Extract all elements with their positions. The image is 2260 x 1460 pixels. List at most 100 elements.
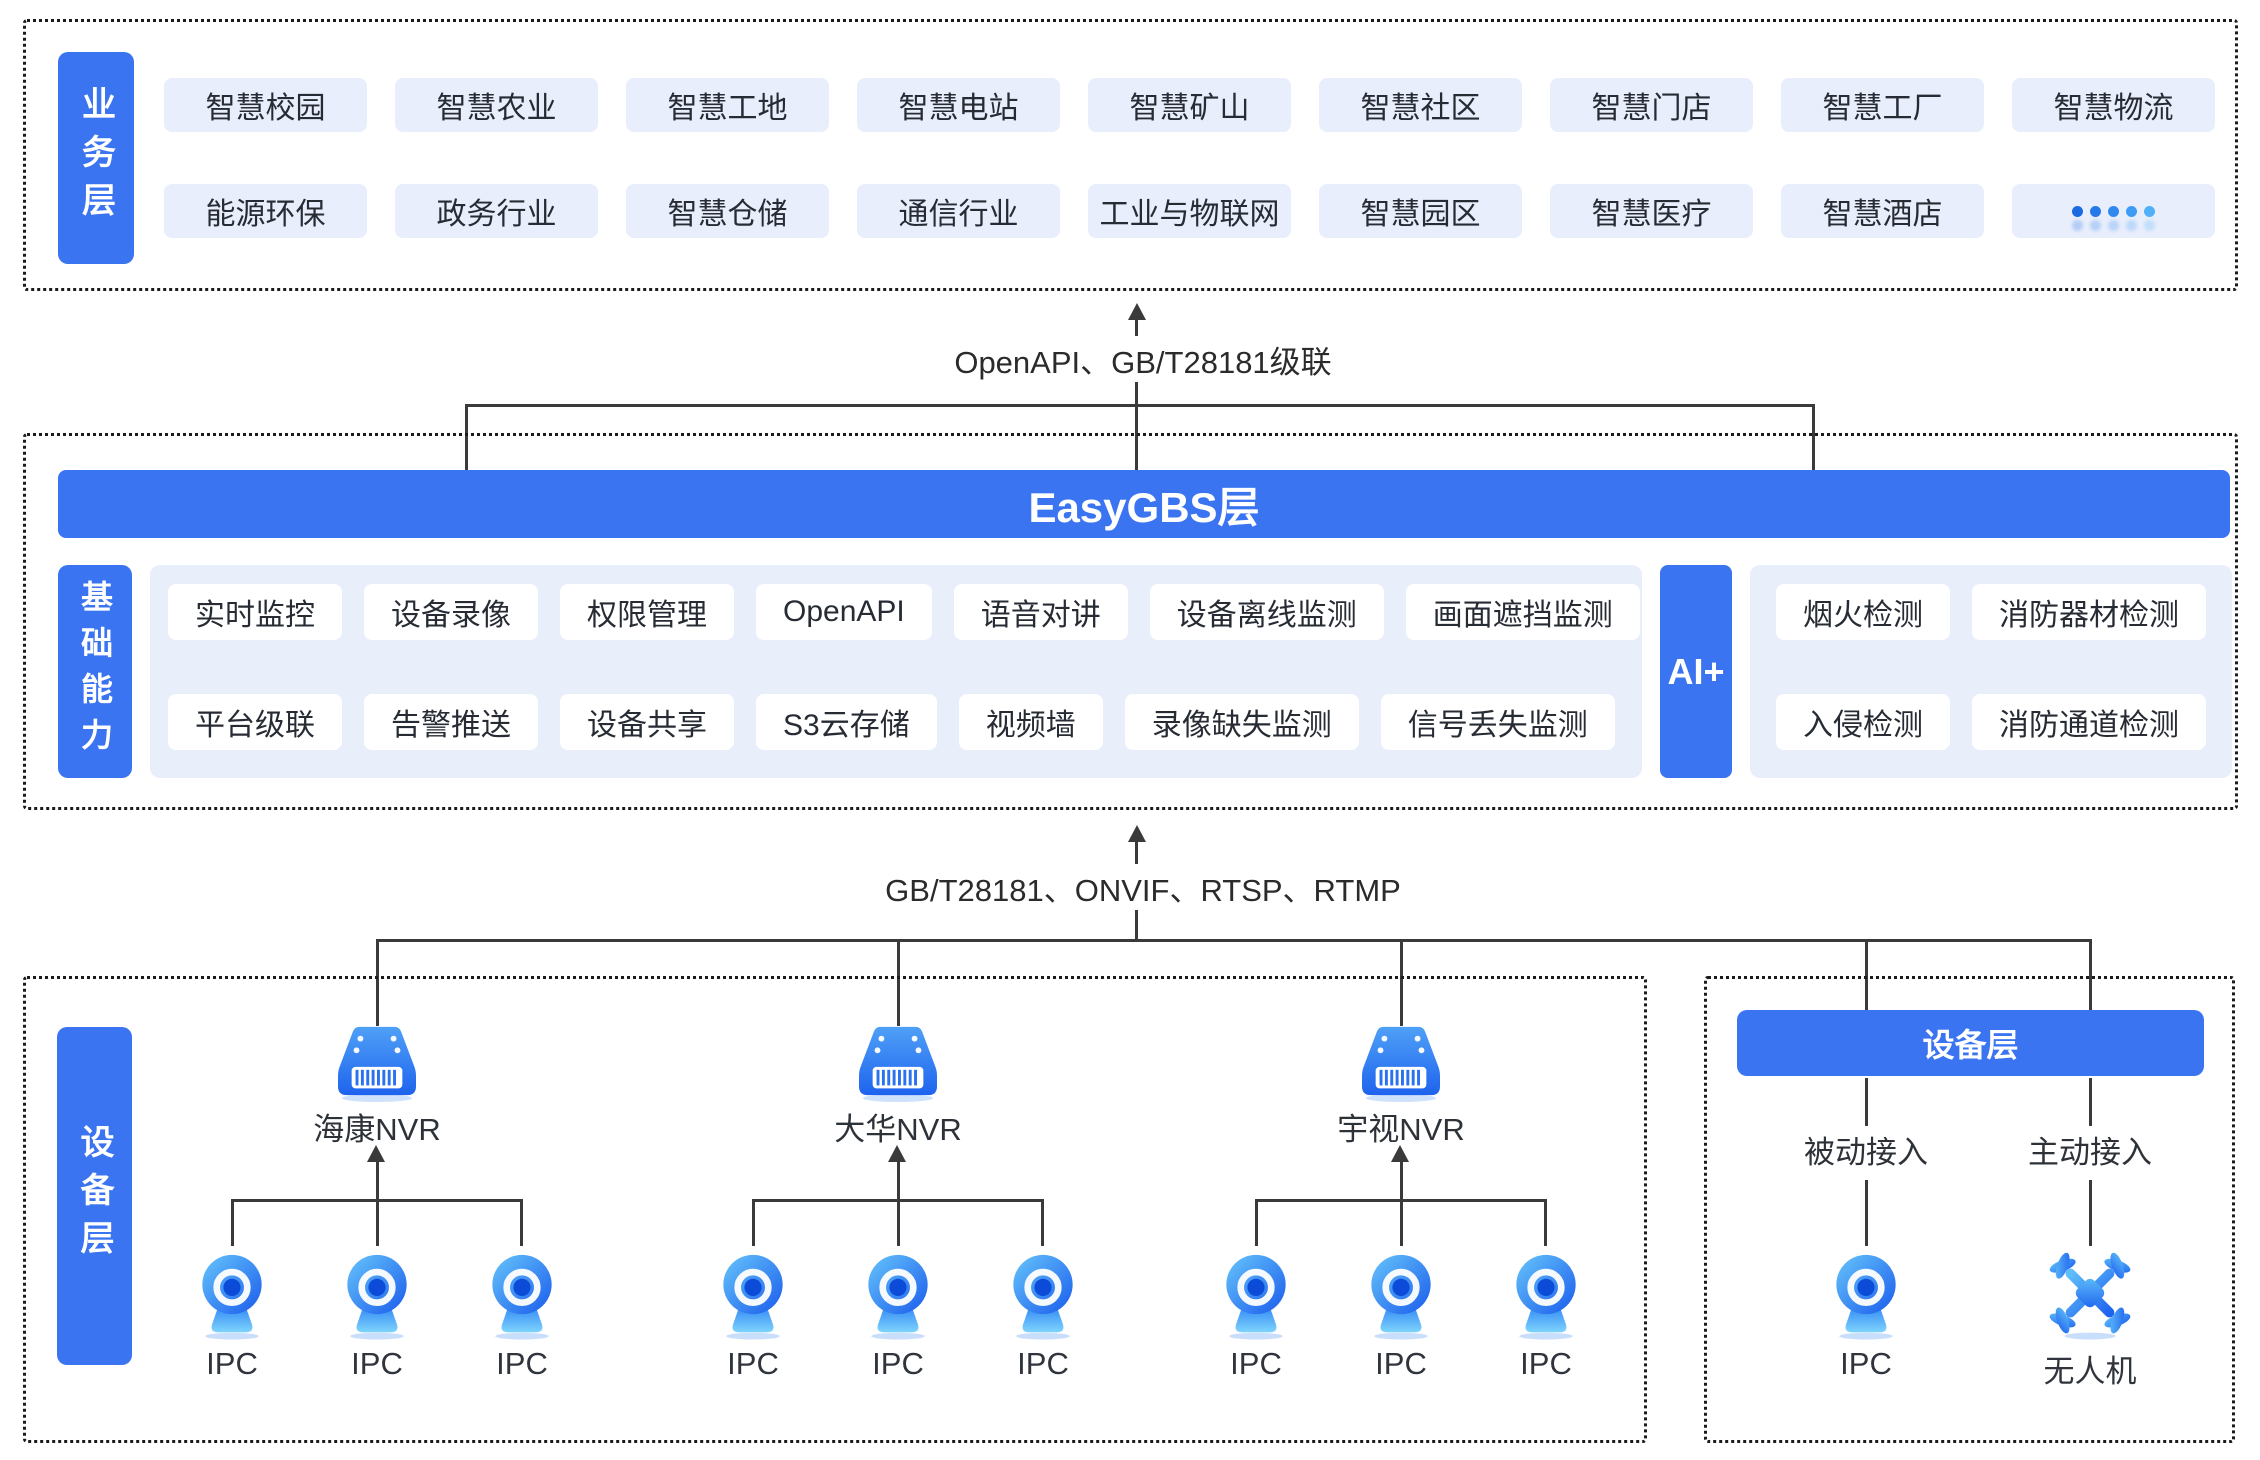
industry-chip: 智慧电站 — [857, 78, 1060, 132]
ipc-camera-icon — [1363, 1252, 1439, 1340]
arrow-up-icon — [1128, 825, 1146, 842]
industry-chip: 智慧园区 — [1319, 184, 1522, 238]
ai-capability-panel: 烟火检测消防器材检测 入侵检测消防通道检测 — [1750, 565, 2232, 778]
easygbs-layer-bar: EasyGBS层 — [58, 470, 2230, 538]
nvr-name: 宇视NVR — [1337, 1112, 1465, 1147]
ipc-camera-icon — [1820, 1252, 1912, 1340]
drone-icon — [2044, 1252, 2136, 1340]
ipc-camera-icon — [1218, 1252, 1294, 1340]
ipc-bracket-left-stub — [1255, 1199, 1258, 1246]
ipc-bracket-right-stub — [1041, 1199, 1044, 1246]
capability-chip: 权限管理 — [560, 584, 734, 640]
ipc-bracket-line — [231, 1199, 523, 1202]
cascade-arrow-shaft-upper — [1135, 318, 1138, 338]
access-line-lower — [2089, 1180, 2092, 1246]
cascade-arrow-shaft-lower — [1135, 382, 1138, 470]
base-capability-label: 基础能力 — [58, 565, 132, 778]
ipc-bracket-left-stub — [752, 1199, 755, 1246]
ipc-bracket-line — [752, 1199, 1044, 1202]
arrow-up-icon — [888, 1145, 906, 1162]
cascade-bracket-left-stub — [465, 404, 468, 470]
drop-line-dahua — [897, 939, 900, 1026]
arrow-up-icon — [1391, 1145, 1409, 1162]
dot-icon — [2090, 205, 2101, 217]
nvr-icon — [1351, 1024, 1451, 1102]
business-layer-label: 业务层 — [58, 52, 134, 264]
ipc-bracket-left-stub — [231, 1199, 234, 1246]
capability-chip: 设备录像 — [364, 584, 538, 640]
capability-chip: S3云存储 — [756, 694, 937, 750]
drop-line-hikvision — [376, 939, 379, 1026]
ai-capability-row-2: 入侵检测消防通道检测 — [1768, 694, 2214, 750]
nvr-name: 海康NVR — [313, 1112, 441, 1147]
ipc-bracket-right-stub — [520, 1199, 523, 1246]
access-line-upper — [2089, 1078, 2092, 1126]
nvr-arrow-shaft — [1400, 1162, 1403, 1202]
dot-icon — [2126, 205, 2137, 217]
arrow-up-icon — [367, 1145, 385, 1162]
ipc-camera-icon — [339, 1252, 415, 1340]
access-panel-section: 设备层 被动接入 IPC 主动接入 无人机 — [1704, 976, 2235, 1443]
business-chip-row-1: 智慧校园智慧农业智慧工地智慧电站智慧矿山智慧社区智慧门店智慧工厂智慧物流 — [164, 78, 2215, 132]
capability-chip: 设备共享 — [560, 694, 734, 750]
protocol-arrow-shaft-lower — [1135, 910, 1138, 941]
access-columns: 被动接入 IPC 主动接入 无人机 — [1707, 979, 2232, 1440]
ipc-camera-icon — [484, 1252, 560, 1340]
nvr-name: 大华NVR — [834, 1112, 962, 1147]
ai-capability-row-1: 烟火检测消防器材检测 — [1768, 584, 2214, 640]
capability-chip: 录像缺失监测 — [1124, 694, 1359, 750]
ipc-label: IPC — [351, 1346, 403, 1381]
capability-chip: 入侵检测 — [1776, 694, 1950, 750]
drop-line-uniview — [1400, 939, 1403, 1026]
ipc-label: IPC — [1520, 1346, 1572, 1381]
access-device-label: 无人机 — [2043, 1354, 2137, 1389]
industry-chip: 智慧物流 — [2012, 78, 2215, 132]
ipc-label: IPC — [872, 1346, 924, 1381]
ipc-label: IPC — [1375, 1346, 1427, 1381]
device-layer-label: 设备层 — [57, 1027, 132, 1365]
ipc-camera-icon — [1005, 1252, 1081, 1340]
dot-icon — [2144, 205, 2155, 217]
capability-chip: 消防通道检测 — [1972, 694, 2206, 750]
capability-chip: OpenAPI — [756, 584, 932, 640]
dot-icon — [2072, 205, 2083, 217]
nvr-icon — [327, 1024, 427, 1102]
ipc-camera-icon — [860, 1252, 936, 1340]
ai-plus-label: AI+ — [1660, 565, 1732, 778]
ipc-bracket-center-stub — [1400, 1202, 1403, 1246]
capability-chip: 烟火检测 — [1776, 584, 1950, 640]
ipc-label: IPC — [1230, 1346, 1282, 1381]
protocol-link-label: GB/T28181、ONVIF、RTSP、RTMP — [813, 864, 1473, 910]
cascade-link-label: OpenAPI、GB/T28181级联 — [843, 336, 1443, 382]
industry-chip: 智慧酒店 — [1781, 184, 1984, 238]
ipc-camera-icon — [1508, 1252, 1584, 1340]
nvr-icon — [848, 1024, 948, 1102]
industry-chip: 能源环保 — [164, 184, 367, 238]
ipc-label: IPC — [727, 1346, 779, 1381]
device-connector-line — [377, 939, 2091, 942]
protocol-arrow-shaft-upper — [1135, 840, 1138, 866]
industry-chip: 智慧校园 — [164, 78, 367, 132]
ipc-bracket-line — [1255, 1199, 1547, 1202]
ipc-camera-icon — [194, 1252, 270, 1340]
ipc-label: IPC — [206, 1346, 258, 1381]
industry-chip: 智慧矿山 — [1088, 78, 1291, 132]
access-device-label: IPC — [1840, 1346, 1892, 1381]
cascade-bracket-line — [465, 404, 1815, 407]
access-line-lower — [1865, 1180, 1868, 1246]
capability-chip: 视频墙 — [958, 694, 1103, 750]
industry-chip: 智慧门店 — [1550, 78, 1753, 132]
cascade-bracket-right-stub — [1812, 404, 1815, 470]
industry-chip: 政务行业 — [395, 184, 598, 238]
capability-chip: 画面遮挡监测 — [1405, 584, 1640, 640]
ipc-bracket-center-stub — [897, 1202, 900, 1246]
industry-chip: 工业与物联网 — [1088, 184, 1291, 238]
nvr-groups: 海康NVR IPC IPC IPC 大华NVR IPC IPC IPC 宇视NV… — [26, 979, 1644, 1440]
industry-chip: 智慧农业 — [395, 78, 598, 132]
capability-chip: 消防器材检测 — [1972, 584, 2206, 640]
